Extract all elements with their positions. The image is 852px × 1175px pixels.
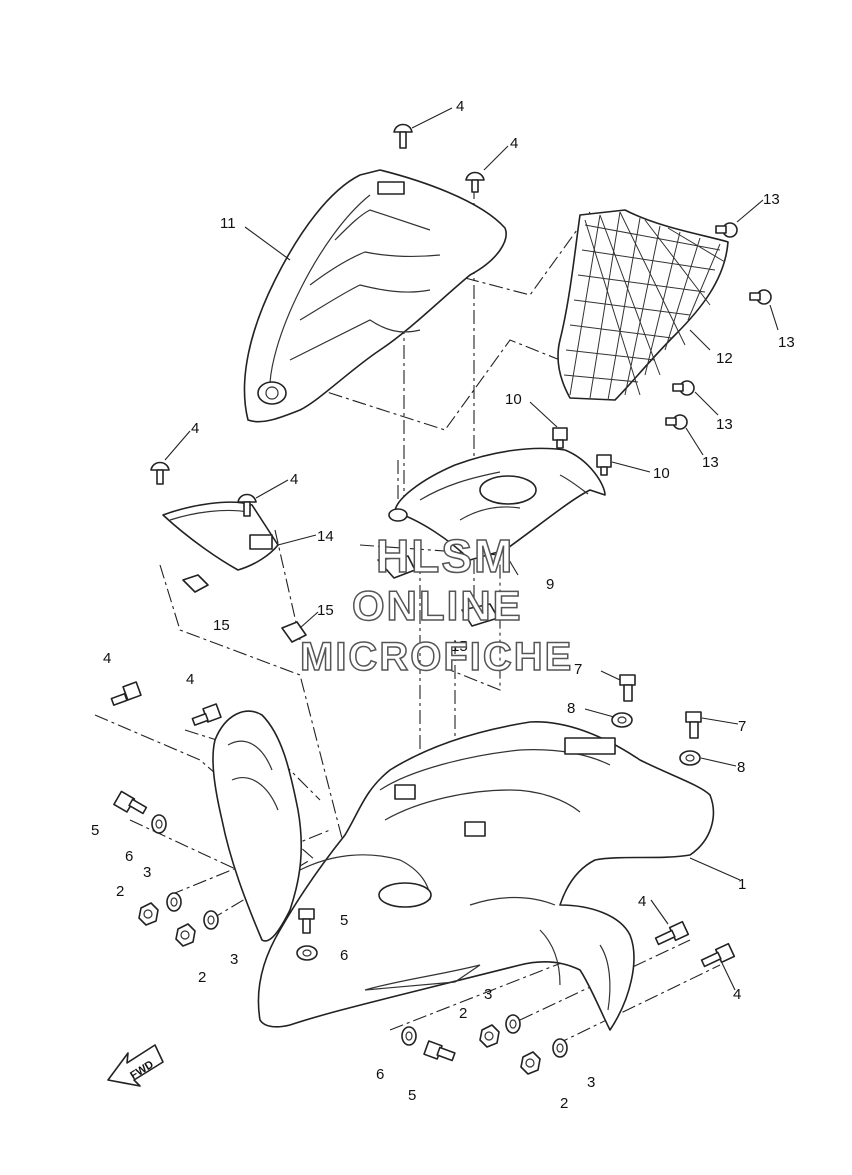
callout-7: 7 — [738, 718, 746, 735]
callout-4: 4 — [186, 671, 194, 688]
callout-3: 3 — [587, 1074, 595, 1091]
callout-6: 6 — [125, 848, 133, 865]
callout-8: 8 — [567, 700, 575, 717]
washers-and-nuts — [138, 712, 701, 1075]
callout-4: 4 — [103, 650, 111, 667]
callout-1: 1 — [738, 876, 746, 893]
callout-11: 11 — [220, 215, 236, 232]
callout-2: 2 — [198, 969, 206, 986]
callout-2: 2 — [459, 1005, 467, 1022]
front-fender-part-1 — [257, 721, 715, 1031]
callout-3: 3 — [484, 986, 492, 1003]
dash-panel-part-9 — [388, 447, 606, 561]
callout-13: 13 — [702, 454, 719, 471]
callout-4: 4 — [290, 471, 298, 488]
watermark-line-1: HLSM — [376, 530, 514, 582]
callout-13: 13 — [716, 416, 733, 433]
panel-part-14 — [162, 501, 279, 571]
watermark: HLSM ONLINE MICROFICHE — [299, 529, 573, 680]
callouts: 1 2 2 2 2 3 3 3 3 4 4 4 4 4 4 4 4 5 5 5 … — [91, 98, 795, 1112]
callout-2: 2 — [560, 1095, 568, 1112]
callout-4: 4 — [510, 135, 518, 152]
callout-4: 4 — [191, 420, 199, 437]
callout-6: 6 — [340, 947, 348, 964]
callout-15: 15 — [451, 638, 468, 655]
leader-lines — [164, 107, 779, 991]
headlight-cover-part-11 — [243, 169, 507, 423]
screws — [110, 123, 772, 1062]
callout-5: 5 — [408, 1087, 416, 1104]
callout-5: 5 — [340, 912, 348, 929]
side-fender-left — [212, 710, 303, 942]
clips-part-15 — [182, 555, 499, 643]
callout-9: 9 — [546, 576, 554, 593]
watermark-line-2: ONLINE — [352, 582, 523, 629]
callout-13: 13 — [763, 191, 780, 208]
watermark-line-3: MICROFICHE — [300, 635, 573, 679]
callout-6: 6 — [376, 1066, 384, 1083]
callout-4: 4 — [456, 98, 464, 115]
callout-15: 15 — [213, 617, 230, 634]
callout-8: 8 — [737, 759, 745, 776]
callout-3: 3 — [230, 951, 238, 968]
callout-2: 2 — [116, 883, 124, 900]
callout-5: 5 — [91, 822, 99, 839]
callout-13: 13 — [778, 334, 795, 351]
callout-4: 4 — [638, 893, 646, 910]
callout-3: 3 — [143, 864, 151, 881]
callout-10: 10 — [653, 465, 670, 482]
callout-12: 12 — [716, 350, 733, 367]
callout-15: 15 — [317, 602, 334, 619]
forward-direction-arrow: FWD — [107, 1044, 164, 1087]
callout-10: 10 — [505, 391, 522, 408]
grille-part-12 — [557, 209, 729, 401]
callout-7: 7 — [574, 661, 582, 678]
callout-14: 14 — [317, 528, 334, 545]
callout-4: 4 — [733, 986, 741, 1003]
